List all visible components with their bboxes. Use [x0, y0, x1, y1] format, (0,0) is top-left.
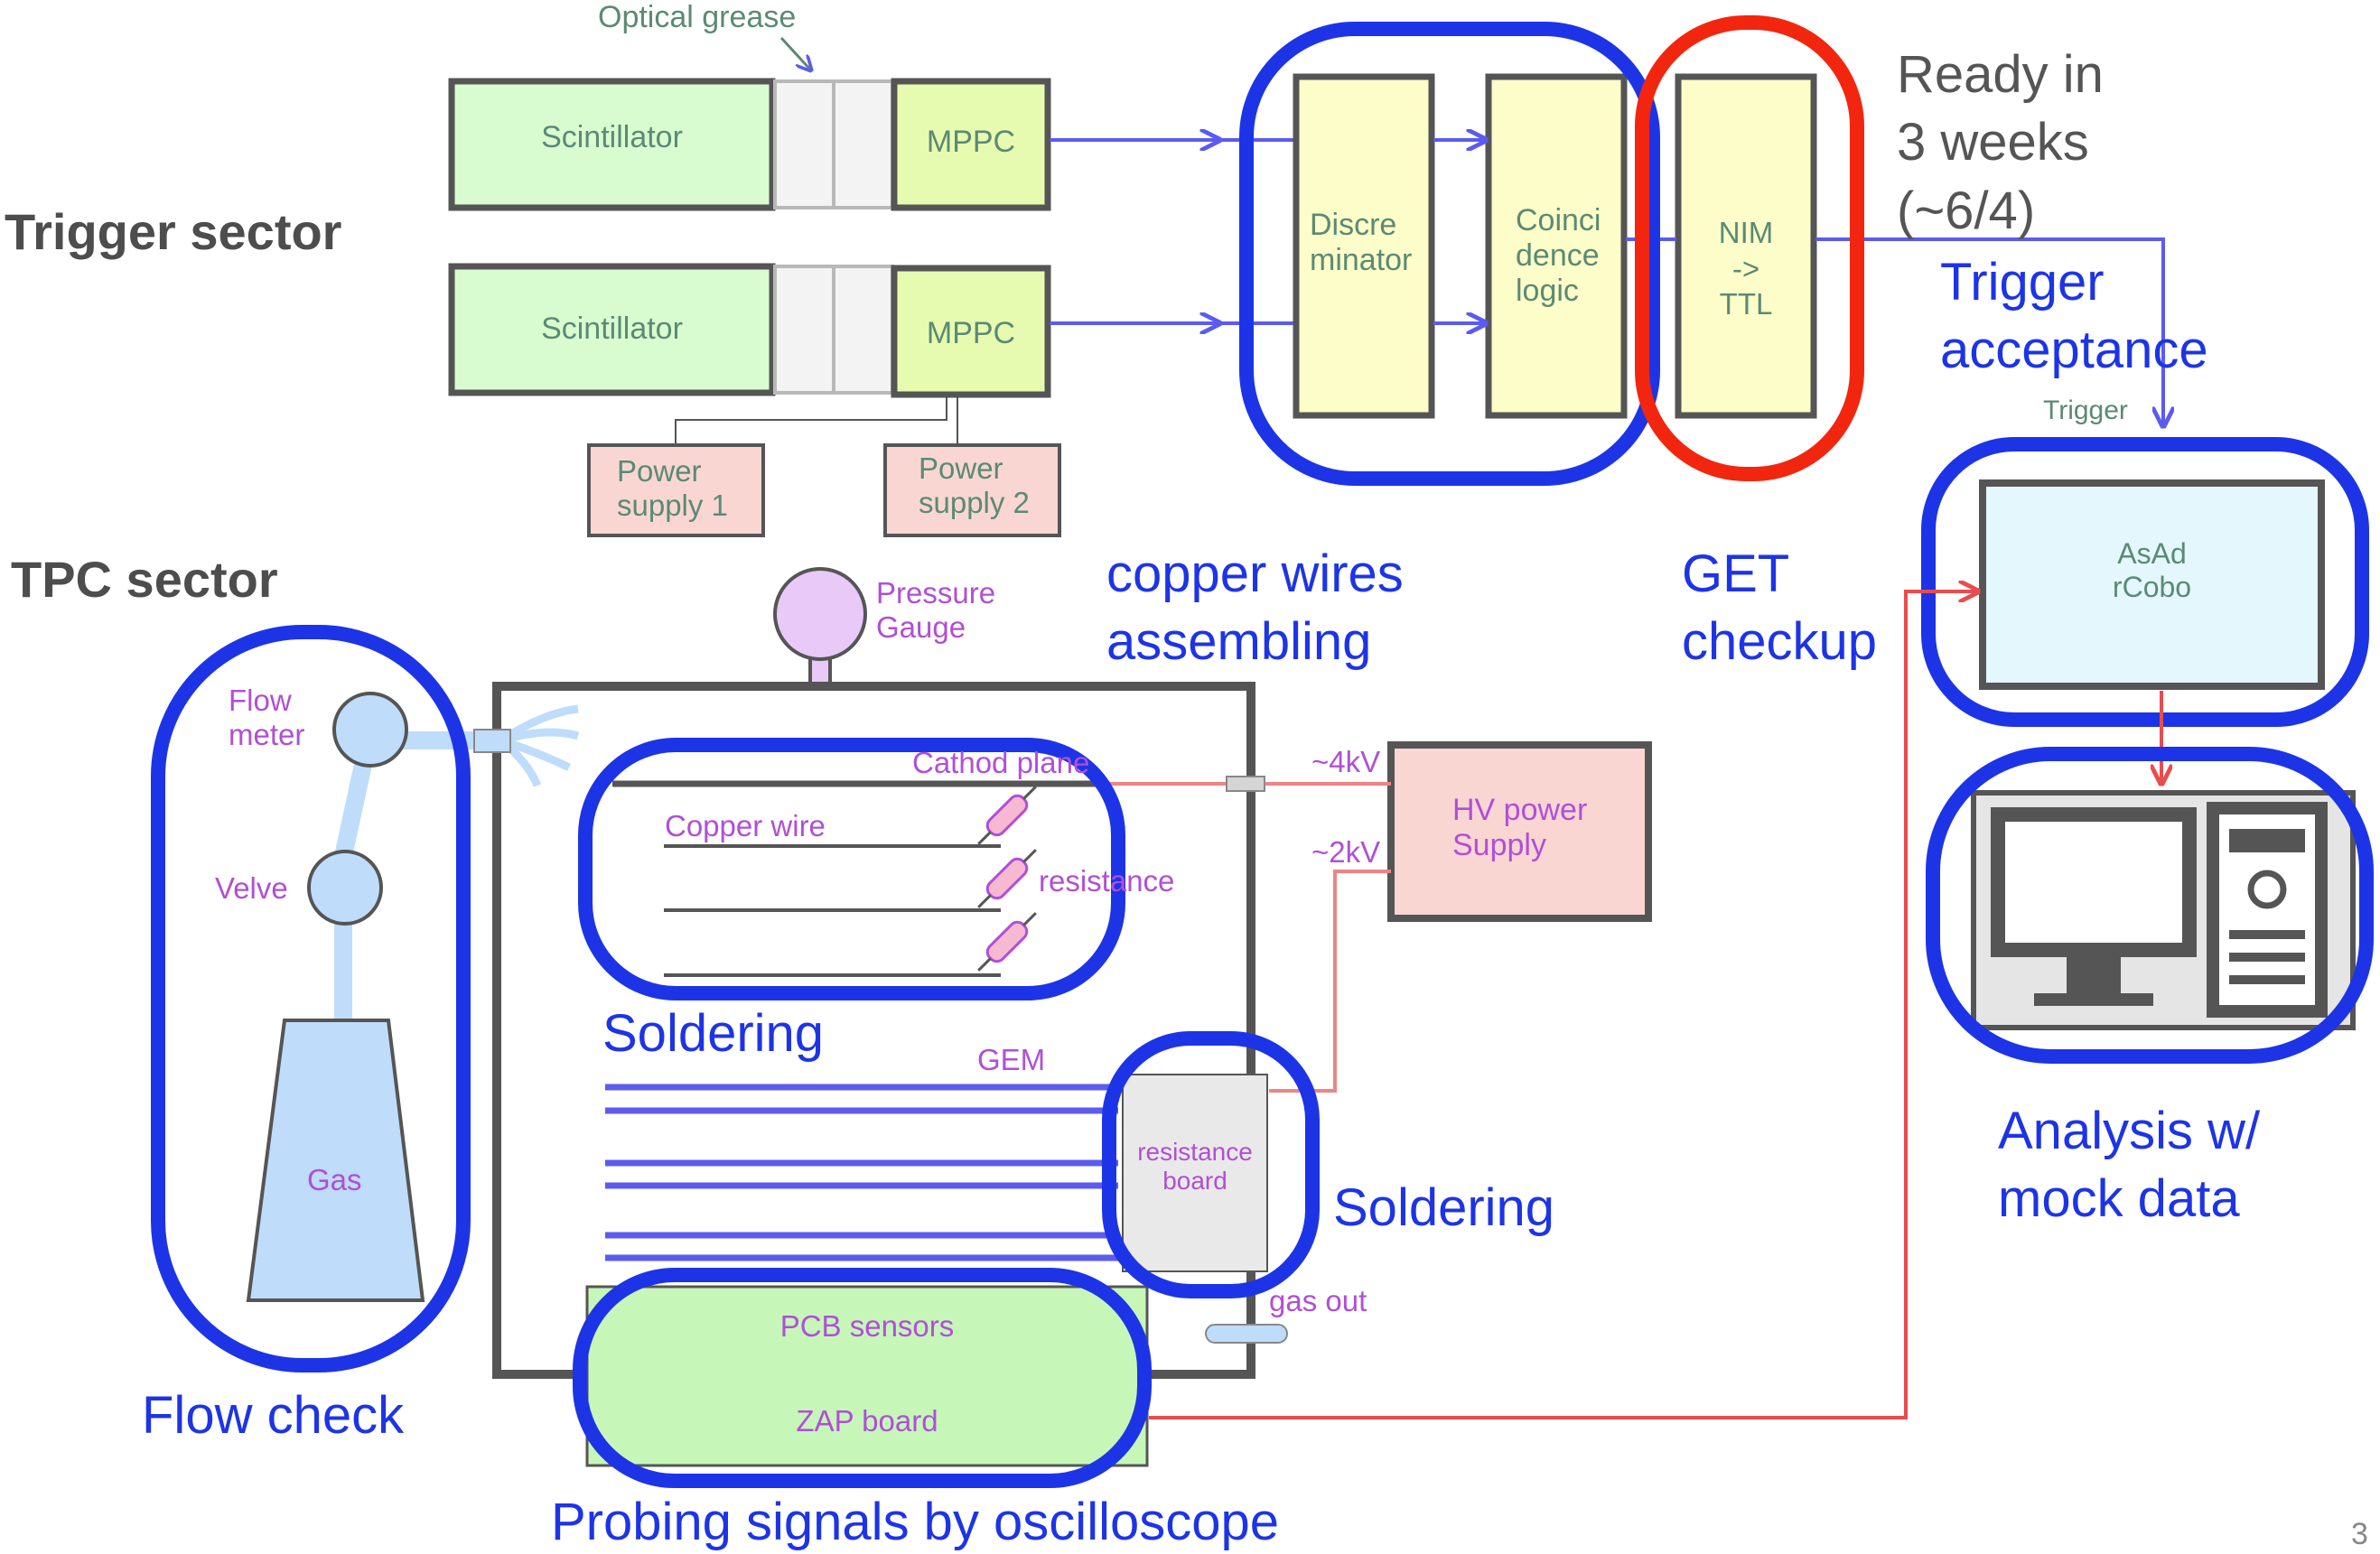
resistance-board-label: resistance board [1137, 1138, 1253, 1196]
optical-grease-label: Optical grease [598, 0, 797, 34]
feedthrough-port [1226, 776, 1265, 792]
scintillator-2 [448, 263, 776, 396]
power-wire-1 [675, 395, 947, 445]
flow-meter-icon [332, 692, 408, 768]
grease-pointer [779, 36, 811, 70]
gem-layers [605, 1084, 1118, 1261]
mppc-2 [891, 265, 1051, 398]
trigger-label: Trigger [2043, 395, 2128, 425]
power-supply-2-label: Power supply 2 [919, 451, 1030, 519]
soldering-note-2: Soldering [1333, 1178, 1555, 1237]
coincidence-box [1485, 73, 1628, 419]
coincidence-label: Coinci dence logic [1516, 203, 1601, 309]
trigger-line [1815, 237, 2163, 426]
mppc-1-label: MPPC [926, 125, 1016, 159]
scintillator-2-label: Scintillator [541, 312, 683, 346]
hv-4kv-label: ~4kV [1311, 745, 1381, 778]
optical-grease-pad-1 [773, 79, 894, 209]
page-number: 3 [2351, 1517, 2368, 1551]
ready-note: Ready in 3 weeks (~6/4) [1897, 45, 2104, 240]
mppc-1 [891, 78, 1051, 211]
board-annotation-outline [1102, 1031, 1320, 1298]
gas-inlet-spray [499, 704, 580, 787]
tpc-sector-title: TPC sector [11, 551, 278, 608]
discriminator-label: Discre minator [1310, 208, 1413, 278]
analysis-note: Analysis w/ mock data [1998, 1102, 2261, 1229]
asad-label: AsAd rCobo [2112, 537, 2192, 603]
soldering-note-1: Soldering [602, 1004, 825, 1063]
gas-annotation-outline [151, 625, 471, 1373]
gem-label: GEM [977, 1043, 1046, 1076]
gas-inlet-port [473, 729, 511, 753]
computer-icon [1971, 790, 2356, 1030]
scintillator-1 [448, 78, 776, 211]
gas-tank [246, 1019, 425, 1302]
hv-supply-box [1387, 741, 1652, 922]
pcb-sensors-label: PCB sensors [779, 1309, 955, 1343]
pcb-annotation-outline [573, 1268, 1152, 1488]
zap-to-asad-line [1149, 591, 1978, 1419]
nim-ttl-box [1675, 73, 1817, 419]
get-checkup-note: GET checkup [1682, 544, 1878, 672]
copper-wires-note: copper wires assembling [1106, 544, 1404, 672]
mppc-2-label: MPPC [926, 316, 1016, 350]
cathod-plane-label: Cathod plane [912, 746, 1090, 779]
flow-meter-label: Flow meter [229, 684, 305, 751]
pressure-gauge-icon [773, 567, 867, 690]
power-supply-1-label: Power supply 1 [617, 454, 728, 522]
pressure-gauge-label: Pressure Gauge [876, 576, 996, 644]
optical-grease-pad-2 [773, 265, 894, 395]
copper-wire-label: Copper wire [665, 809, 826, 842]
probing-note: Probing signals by oscilloscope [551, 1493, 1279, 1551]
gas-out-port [1205, 1324, 1288, 1344]
power-supply-2-box [883, 443, 1061, 537]
trigger-sector-title: Trigger sector [5, 203, 342, 260]
scintillator-1-label: Scintillator [541, 120, 683, 154]
gas-label: Gas [307, 1163, 362, 1196]
logic-annotation-outline [1239, 22, 1660, 486]
resistor-icon [977, 786, 1037, 972]
power-supply-1-box [587, 443, 765, 537]
zap-board-label: ZAP board [796, 1404, 938, 1438]
flow-check-note: Flow check [142, 1386, 405, 1445]
gas-out-label: gas out [1269, 1284, 1367, 1317]
asad-annotation-outline [1921, 437, 2369, 727]
trigger-acceptance-note: Trigger acceptance [1940, 253, 2208, 380]
velve-label: Velve [215, 871, 288, 905]
hv-2kv-label: ~2kV [1311, 835, 1381, 869]
resistance-label: resistance [1039, 864, 1175, 898]
wire-annotation-outline [578, 738, 1125, 1000]
pcb-sensors-box [585, 1285, 1149, 1467]
asad-box [1979, 479, 2325, 690]
valve-icon [307, 850, 383, 926]
nim-annotation-outline [1635, 15, 1864, 481]
hv-supply-label: HV power Supply [1452, 793, 1588, 863]
pc-annotation-outline [1926, 747, 2374, 1064]
discriminator-box [1293, 73, 1435, 419]
resistance-board [1122, 1074, 1268, 1272]
nim-ttl-label: NIM -> TTL [1718, 216, 1774, 321]
